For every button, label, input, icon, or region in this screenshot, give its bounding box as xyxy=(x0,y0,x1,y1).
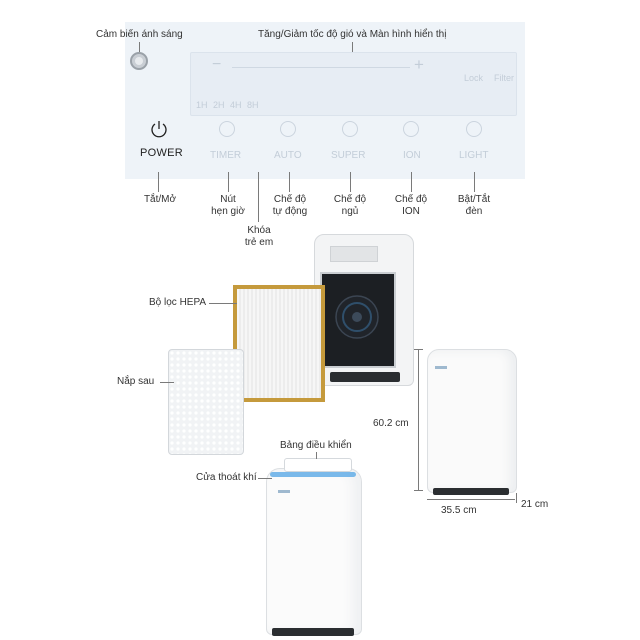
dimension-height-line xyxy=(418,349,419,491)
label-auto-1: Chế độ xyxy=(273,194,307,205)
moon-icon xyxy=(342,121,358,137)
label-timer-1: Nút xyxy=(220,194,236,205)
timer-icon xyxy=(219,121,235,137)
speed-plus: + xyxy=(414,55,424,74)
label-ion-1: Chế độ xyxy=(394,194,428,205)
label-air-outlet: Cửa thoát khí xyxy=(196,472,257,483)
label-auto-2: tự động xyxy=(272,206,308,217)
leader-hepa xyxy=(209,303,237,304)
brand-logo xyxy=(435,366,447,369)
leader-light-sensor xyxy=(139,42,140,52)
hour-2h: 2H xyxy=(213,100,225,110)
leader-on-off xyxy=(158,172,159,192)
label-control-panel: Bảng điều khiển xyxy=(280,440,352,451)
label-back-cover: Nắp sau xyxy=(117,376,155,387)
dimension-width: 35.5 cm xyxy=(441,505,477,516)
leader-ion xyxy=(411,172,412,192)
dimension-height-cap-bottom xyxy=(414,490,423,491)
label-speed-display: Tăng/Giảm tốc độ gió và Màn hình hiển th… xyxy=(258,29,447,40)
speed-minus: − xyxy=(212,56,222,73)
auto-button: AUTO xyxy=(274,150,302,161)
label-timer-2: hẹn giờ xyxy=(211,206,245,217)
leader-back-cover xyxy=(160,382,174,383)
dimension-width-line xyxy=(427,499,515,500)
label-child-lock-2: trẻ em xyxy=(244,237,274,248)
label-light-sensor: Cảm biến ánh sáng xyxy=(96,29,183,40)
back-cover-mesh xyxy=(168,349,244,455)
auto-icon xyxy=(280,121,296,137)
speed-bar xyxy=(232,67,410,68)
hour-4h: 4H xyxy=(230,100,242,110)
power-icon xyxy=(151,121,167,138)
control-panel-top xyxy=(284,458,352,472)
leader-light xyxy=(474,172,475,192)
leader-sleep xyxy=(350,172,351,192)
purifier-top-slot xyxy=(330,246,378,262)
leader-speed-display xyxy=(352,42,353,52)
dimension-depth-line xyxy=(516,493,517,503)
leader-timer xyxy=(228,172,229,192)
lock-indicator: Lock xyxy=(464,73,484,83)
hepa-filter xyxy=(233,285,325,402)
display-screen xyxy=(190,52,517,116)
purifier-base xyxy=(330,372,400,382)
label-sleep-1: Chế độ xyxy=(333,194,367,205)
label-light-1: Bật/Tắt xyxy=(457,194,491,205)
label-hepa: Bộ lọc HEPA xyxy=(149,297,207,308)
light-button: LIGHT xyxy=(459,150,489,161)
dimension-height: 60.2 cm xyxy=(373,418,409,429)
super-button: SUPER xyxy=(331,150,366,161)
dimension-height-cap-top xyxy=(414,349,423,350)
leader-control-panel xyxy=(316,452,317,459)
light-off-icon xyxy=(466,121,482,137)
leader-child-lock xyxy=(258,172,259,222)
leader-air-outlet xyxy=(258,478,272,479)
hour-1h: 1H xyxy=(196,100,208,110)
front-base xyxy=(272,628,354,636)
ion-button: ION xyxy=(403,150,421,161)
fan-icon xyxy=(335,295,379,339)
label-ion-2: ION xyxy=(402,206,420,217)
timer-button: TIMER xyxy=(210,150,242,161)
purifier-side-base xyxy=(433,488,509,495)
power-button: POWER xyxy=(140,147,184,159)
label-child-lock-1: Khóa xyxy=(247,225,271,236)
air-outlet-glow xyxy=(270,472,356,477)
ion-icon xyxy=(403,121,419,137)
light-sensor-inner-icon xyxy=(135,57,143,65)
label-sleep-2: ngủ xyxy=(341,206,359,217)
label-on-off: Tắt/Mở xyxy=(143,194,177,205)
filter-indicator: Filter xyxy=(494,73,514,83)
purifier-front-view xyxy=(266,468,362,635)
dimension-depth: 21 cm xyxy=(521,499,549,510)
purifier-side-view xyxy=(427,349,517,493)
leader-auto xyxy=(289,172,290,192)
front-brand-logo xyxy=(278,490,290,493)
label-light-2: đèn xyxy=(465,206,483,217)
hour-8h: 8H xyxy=(247,100,259,110)
